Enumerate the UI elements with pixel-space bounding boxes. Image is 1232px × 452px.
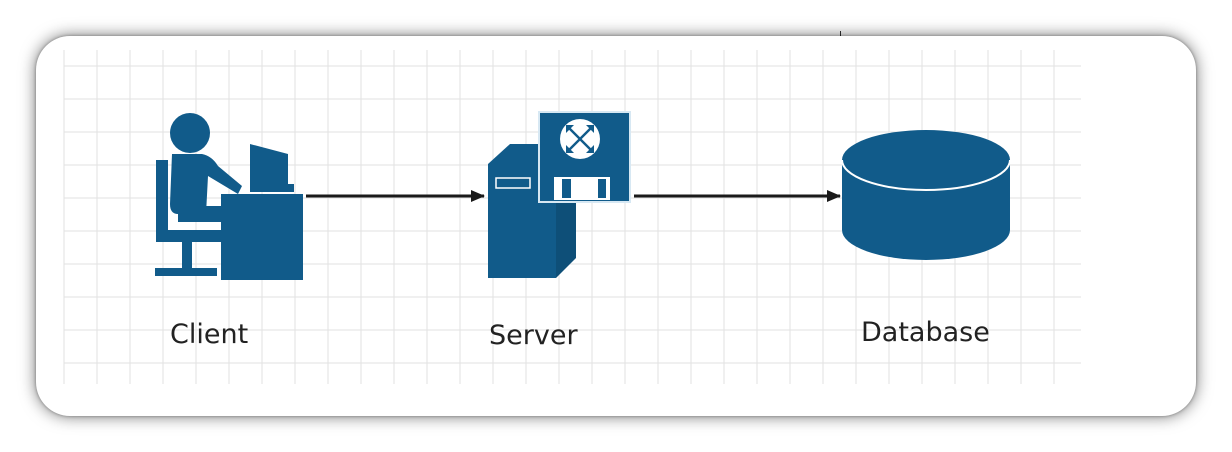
tick-mark (840, 31, 841, 38)
database-cylinder-icon (841, 130, 1011, 260)
person-at-computer-icon (155, 113, 303, 280)
server-label: Server (489, 320, 578, 351)
database-label: Database (861, 317, 990, 348)
diagram-card: Client Server Database (36, 36, 1196, 416)
diagram-canvas (63, 50, 1081, 384)
server-with-router-icon (488, 111, 631, 278)
client-label: Client (170, 319, 249, 350)
